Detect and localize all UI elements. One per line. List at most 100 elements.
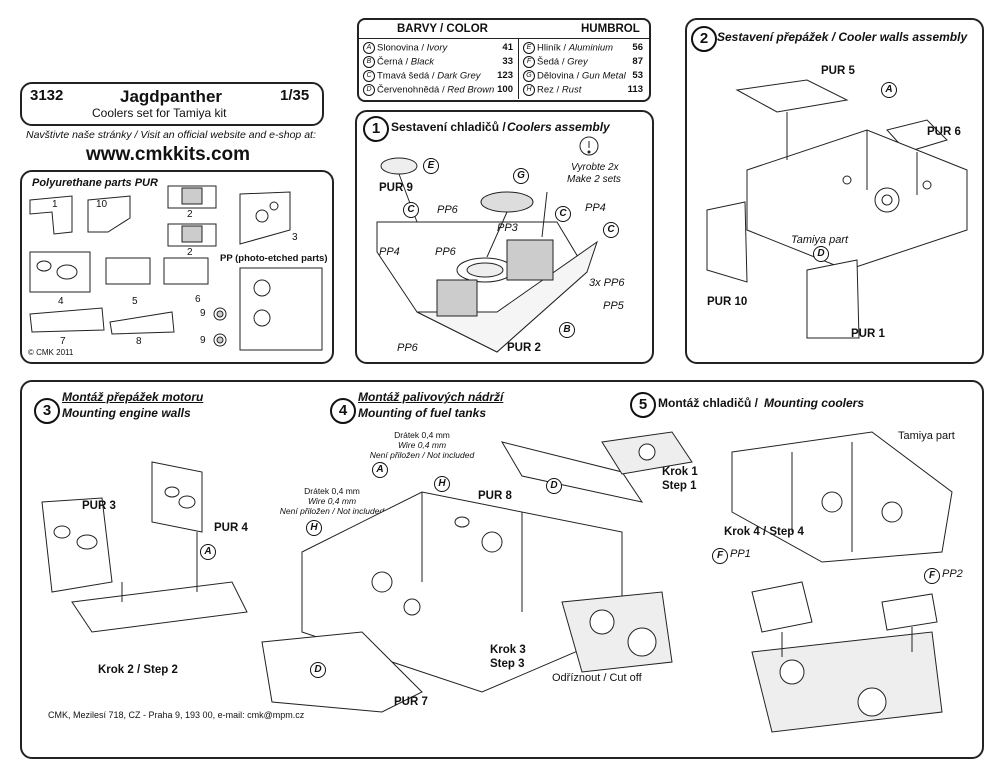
step1-letter-c2: C — [555, 206, 571, 222]
step4-letter-d1: D — [546, 478, 562, 494]
step5-label-step1: Step 1 — [662, 480, 697, 492]
step1-letter-e: E — [423, 158, 439, 174]
parts-box: Polyurethane parts PUR PP (photo-etched … — [20, 170, 334, 364]
step5-label-step4: Krok 4 / Step 4 — [724, 526, 804, 538]
color-name-cz: Šedá / — [537, 56, 568, 68]
step4-wire1-note: Není přiložen / Not included — [369, 450, 475, 460]
step4-title-cz: Montáž palivových nádrží — [358, 390, 504, 404]
product-subtitle: Coolers set for Tamiya kit — [92, 106, 227, 120]
step5-title-cz: Montáž chladičů / — [658, 396, 759, 410]
step4-label-pur8: PUR 8 — [478, 490, 512, 502]
humbrol-number: 33 — [502, 56, 513, 67]
step4-wire-note-2: Drátek 0,4 mm Wire 0,4 mm Není přiložen … — [262, 486, 402, 516]
color-name-en: Ivory — [426, 42, 448, 54]
humbrol-number: 41 — [502, 42, 513, 53]
part-num-5: 5 — [132, 296, 138, 307]
step5-letter-f1: F — [712, 548, 728, 564]
step1-label-pur9: PUR 9 — [379, 182, 413, 194]
color-name-en: Grey — [567, 56, 588, 68]
step5-label-tamiya: Tamiya part — [898, 430, 955, 442]
color-heading: BARVY / COLOR — [397, 23, 488, 35]
step2-letter-d: D — [813, 246, 829, 262]
step2-title: Sestavení přepážek / Cooler walls assemb… — [717, 30, 968, 44]
step5-letter-f2: F — [924, 568, 940, 584]
website-link[interactable]: www.cmkkits.com — [86, 144, 251, 165]
part-num-9a: 9 — [200, 308, 206, 319]
step4-wire1-en: Wire 0,4 mm — [397, 440, 447, 450]
step1-letter-b: B — [559, 322, 575, 338]
step5-label-pp1: PP1 — [730, 548, 751, 560]
step2-label-pur10: PUR 10 — [707, 296, 748, 308]
step1-label-pp4b: PP4 — [379, 246, 400, 258]
step4-letter-a: A — [372, 462, 388, 478]
step4-wire-note-1: Drátek 0,4 mm Wire 0,4 mm Není přiložen … — [352, 430, 492, 460]
step2-drawing — [706, 79, 968, 339]
part-num-10: 10 — [96, 199, 108, 210]
humbrol-number: 123 — [497, 70, 513, 81]
color-letter-badge: D — [363, 84, 375, 96]
step4-wire1-cz: Drátek 0,4 mm — [394, 430, 450, 440]
part-num-4: 4 — [58, 296, 64, 307]
step2-box: 2 Sestavení přepážek / Cooler walls asse… — [685, 18, 984, 364]
step3-label-pur3: PUR 3 — [82, 500, 116, 512]
color-name-cz: Červenohnědá / — [377, 84, 448, 96]
parts-heading: Polyurethane parts PUR — [32, 177, 158, 189]
step1-label-pp6c: PP6 — [397, 342, 418, 354]
step4-wire2-note: Není přiložen / Not included — [279, 506, 385, 516]
copyright: © CMK 2011 — [28, 348, 74, 357]
step4-wire2-en: Wire 0,4 mm — [307, 496, 357, 506]
color-name-cz: Hliník / — [537, 42, 569, 54]
color-letter-badge: B — [363, 56, 375, 68]
step4-title-en: Mounting of fuel tanks — [358, 406, 486, 420]
step5-label-pp2: PP2 — [942, 568, 963, 580]
step1-note-cz: Vyrobte 2x — [571, 162, 619, 173]
color-name-en: Black — [410, 56, 435, 68]
step2-label-pur5: PUR 5 — [821, 65, 855, 77]
color-name-en: Rust — [561, 84, 582, 96]
product-scale: 1/35 — [280, 87, 310, 104]
step4-label-step3: Step 3 — [490, 658, 525, 670]
color-letter-badge: F — [523, 56, 535, 68]
bottom-box: 3 Montáž přepážek motoru Mounting engine… — [20, 380, 984, 759]
step1-drawing — [376, 136, 599, 353]
step1-label-pp6a: PP6 — [437, 204, 458, 216]
header-box: 3132 Jagdpanther 1/35 Coolers set for Ta… — [20, 82, 324, 126]
part-num-1: 1 — [52, 199, 58, 210]
step4-label-krok3: Krok 3 — [490, 644, 526, 656]
step1-letter-c3: C — [603, 222, 619, 238]
pp-heading: PP (photo-etched parts) — [220, 253, 328, 264]
step1-label-pp3: PP3 — [497, 222, 518, 234]
color-letter-badge: G — [523, 70, 535, 82]
step3-label-pur4: PUR 4 — [214, 522, 248, 534]
step4-label-cutoff: Odříznout / Cut off — [552, 672, 642, 684]
step2-letter-a: A — [881, 82, 897, 98]
color-name-cz: Rez / — [537, 84, 562, 96]
color-name-cz: Tmavá šedá / — [377, 70, 438, 82]
step1-label-pp5: PP5 — [603, 300, 624, 312]
color-name-cz: Černá / — [377, 56, 411, 68]
step3-title-cz: Montáž přepážek motoru — [62, 390, 204, 404]
step1-label-pur2: PUR 2 — [507, 342, 541, 354]
part-num-6: 6 — [195, 294, 201, 305]
part-num-2a: 2 — [187, 209, 193, 220]
product-title: Jagdpanther — [120, 87, 223, 106]
step4-drawing — [261, 441, 673, 713]
part-num-3: 3 — [292, 232, 298, 243]
color-name-cz: Dělovina / — [537, 70, 582, 82]
step1-note-en: Make 2 sets — [567, 174, 621, 185]
step1-box: 1 Sestavení chladičů / Coolers assembly … — [355, 110, 654, 364]
step1-letter-g: G — [513, 168, 529, 184]
step1-title-cz: Sestavení chladičů / — [391, 120, 506, 134]
step1-title-en: Coolers assembly — [507, 120, 610, 134]
footer-address: CMK, Mezilesí 718, CZ - Praha 9, 193 00,… — [48, 710, 305, 720]
step5-drawing — [601, 431, 953, 733]
humbrol-number: 56 — [632, 42, 643, 53]
